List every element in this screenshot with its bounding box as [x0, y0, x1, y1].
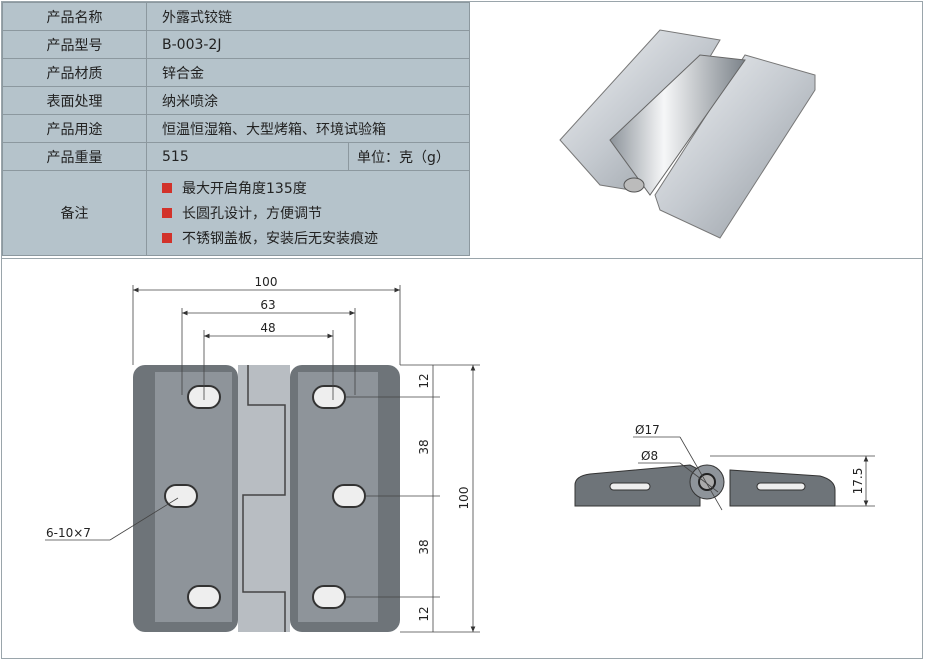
dim-top-offset: 12: [417, 373, 431, 388]
spec-value: 515: [146, 142, 349, 171]
bullet-square-icon: [162, 208, 172, 218]
spec-label: 表面处理: [2, 86, 147, 115]
spec-value: B-003-2J: [146, 30, 470, 59]
note-text: 长圆孔设计，方便调节: [182, 206, 322, 222]
note-item: 不锈钢盖板，安装后无安装痕迹: [162, 226, 469, 251]
dim-inner: 48: [260, 321, 275, 335]
dim-hole-span: 63: [260, 298, 275, 312]
dim-pin-diameter: Ø8: [641, 449, 658, 463]
note-item: 长圆孔设计，方便调节: [162, 201, 469, 226]
note-text: 不锈钢盖板，安装后无安装痕迹: [182, 231, 378, 247]
table-row: 产品材质锌合金: [2, 58, 470, 87]
dim-pitch-1: 38: [417, 439, 431, 454]
dim-outer-diameter: Ø17: [635, 423, 660, 437]
front-view-drawing: 100 63 48 12 38 38 12 100 6-10×7: [45, 275, 480, 633]
dim-height: 100: [457, 487, 471, 510]
notes-list: 最大开启角度135度 长圆孔设计，方便调节 不锈钢盖板，安装后无安装痕迹: [146, 170, 470, 256]
dim-pitch-2: 38: [417, 539, 431, 554]
section-divider: [1, 258, 922, 259]
spec-label: 产品用途: [2, 114, 147, 143]
dim-width: 100: [255, 275, 278, 289]
bullet-square-icon: [162, 183, 172, 193]
spec-unit: 单位：克（g）: [348, 142, 470, 171]
notes-label: 备注: [2, 170, 147, 256]
dim-holes: 6-10×7: [46, 526, 91, 540]
dim-bottom-offset: 12: [417, 606, 431, 621]
table-row: 备注 最大开启角度135度 长圆孔设计，方便调节 不锈钢盖板，安装后无安装痕迹: [2, 170, 470, 256]
side-view-drawing: Ø17 Ø8 17.5: [574, 423, 875, 511]
table-row: 产品名称外露式铰链: [2, 2, 470, 31]
bullet-square-icon: [162, 233, 172, 243]
table-row: 产品用途恒温恒湿箱、大型烤箱、环境试验箱: [2, 114, 470, 143]
spec-value: 锌合金: [146, 58, 470, 87]
note-text: 最大开启角度135度: [182, 181, 307, 197]
dim-thickness: 17.5: [851, 468, 865, 495]
note-item: 最大开启角度135度: [162, 176, 469, 201]
product-photo: [559, 29, 816, 239]
spec-value: 外露式铰链: [146, 2, 470, 31]
